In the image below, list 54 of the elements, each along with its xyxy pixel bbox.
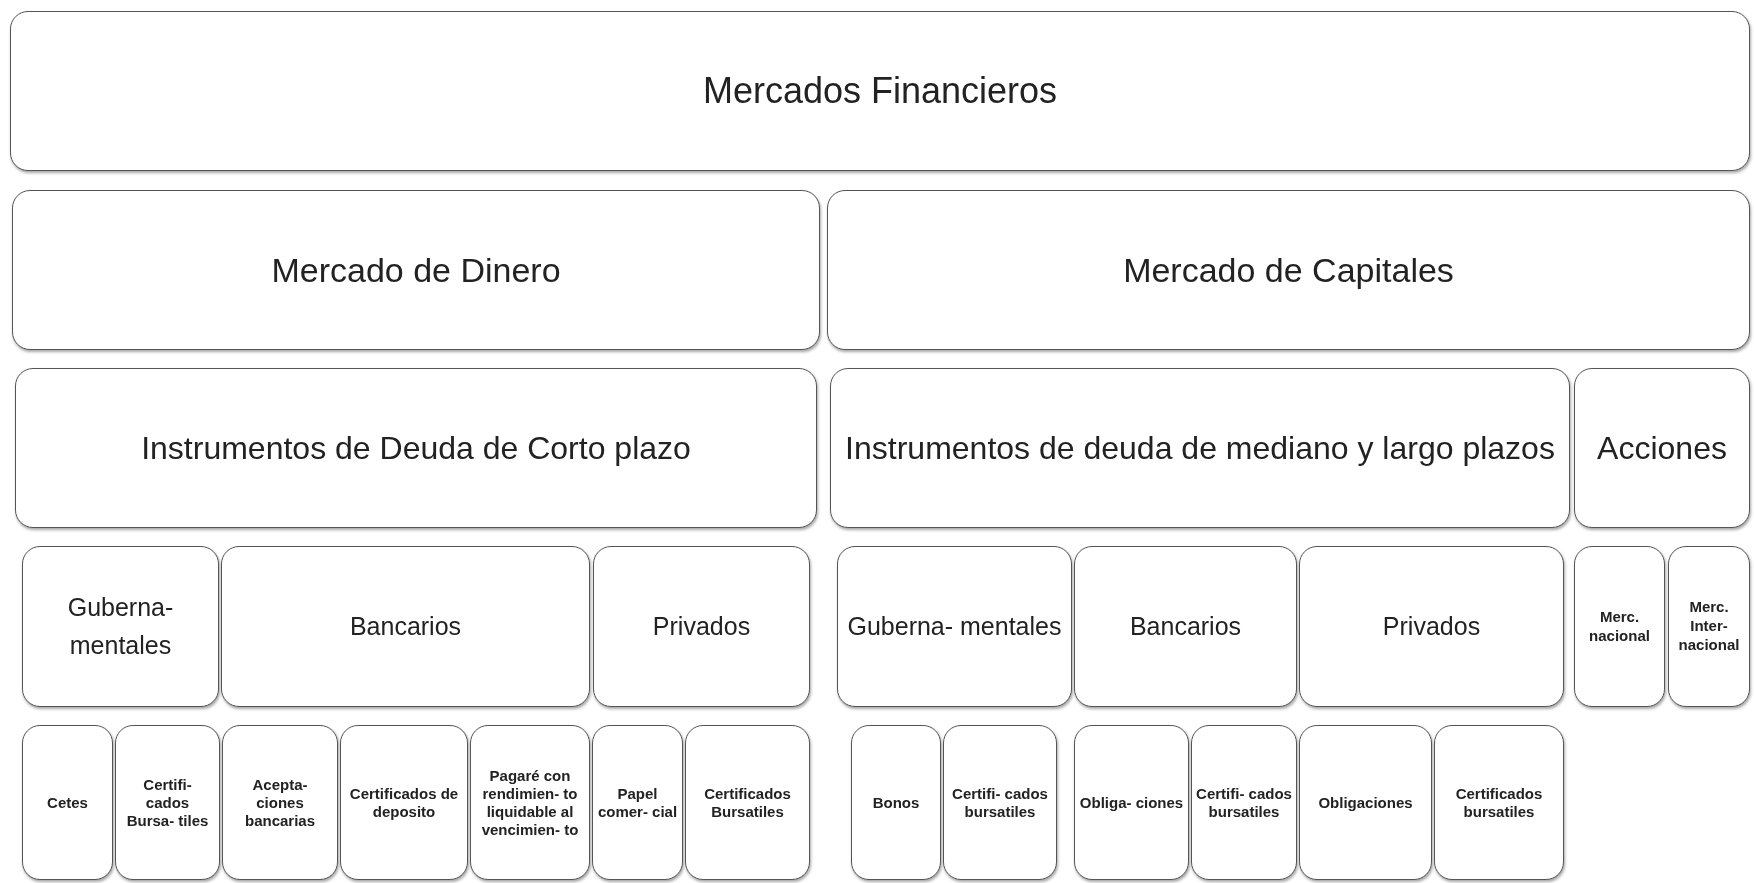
box-label: Mercado de Dinero (271, 249, 561, 291)
category-box (1074, 546, 1297, 707)
box-label: Bancarios (1129, 610, 1242, 642)
box-label: Obligaciones (1318, 793, 1413, 812)
box-label: Instrumentos de deuda de mediano y largo plazos (845, 429, 1555, 468)
category-box (22, 725, 113, 880)
category-box (10, 11, 1750, 171)
box-label: Certifi- cados bursatiles (951, 784, 1049, 821)
box-label: Certificados bursatiles (1454, 784, 1544, 821)
box-label: Certificados Bursatiles (703, 784, 792, 821)
category-box (592, 725, 683, 880)
box-label: Mercados Financieros (702, 69, 1058, 113)
category-box (851, 725, 941, 880)
category-box (221, 546, 590, 707)
category-box (22, 546, 219, 707)
box-label: Guberna- mentales (847, 610, 1062, 642)
category-box (115, 725, 220, 880)
category-box (685, 725, 810, 880)
category-box (222, 725, 338, 880)
box-label: Privados (1382, 610, 1481, 642)
box-label: Acepta- ciones bancarias (243, 775, 316, 830)
box-label: Pagaré con rendimien- to liquidable al vencimien- to (480, 766, 580, 839)
box-label: Acciones (1597, 429, 1727, 468)
category-box (593, 546, 810, 707)
box-label: Merc. nacional (1588, 607, 1651, 646)
box-label: Certifi- cados Bursa- tiles (125, 775, 210, 830)
box-label: Cetes (47, 793, 88, 812)
category-box (943, 725, 1057, 880)
category-box (827, 190, 1750, 350)
category-box (1299, 725, 1432, 880)
category-box (470, 725, 590, 880)
box-label: Mercado de Capitales (1123, 249, 1454, 291)
box-label: Merc. Inter- nacional (1677, 598, 1741, 655)
box-label: Certifi- cados bursatiles (1196, 784, 1292, 821)
category-box (1434, 725, 1564, 880)
category-box (837, 546, 1072, 707)
category-box (1074, 725, 1189, 880)
box-label: Privados (652, 610, 751, 642)
box-label: Instrumentos de Deuda de Corto plazo (141, 429, 691, 468)
category-box (340, 725, 468, 880)
box-label: Bonos (872, 793, 920, 812)
category-box (12, 190, 820, 350)
category-box (1191, 725, 1297, 880)
category-box (1299, 546, 1564, 707)
box-label: Certificados de deposito (348, 784, 460, 821)
category-box (15, 368, 817, 528)
box-label: Guberna- mentales (66, 592, 175, 661)
category-box (830, 368, 1570, 528)
category-box (1668, 546, 1750, 707)
box-label: Bancarios (349, 610, 462, 642)
category-box (1574, 546, 1665, 707)
category-box (1574, 368, 1750, 528)
box-label: Papel comer- cial (597, 784, 678, 821)
box-label: Obliga- ciones (1079, 793, 1184, 812)
